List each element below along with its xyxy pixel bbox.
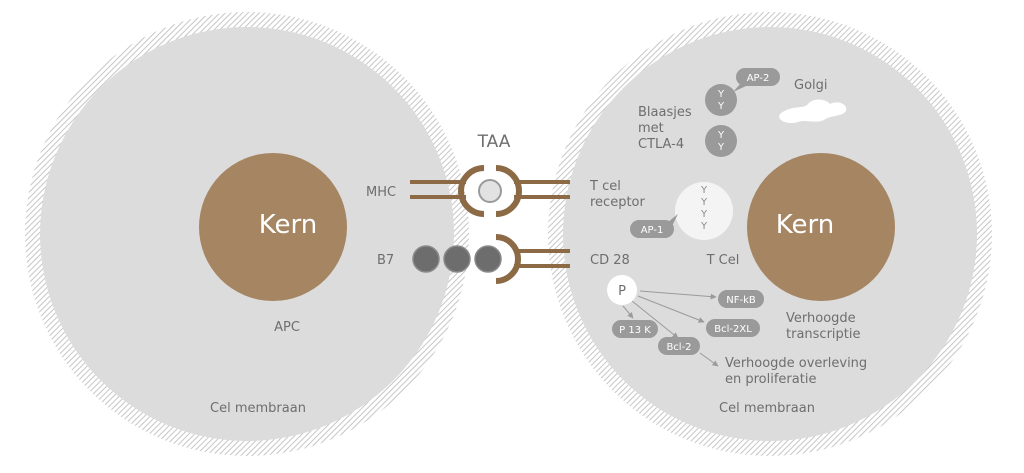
survival-label-line2: en proliferatie: [725, 372, 816, 387]
tcell-membrane-label: Cel membraan: [719, 401, 815, 416]
tcr-bar-bottom: [514, 195, 570, 199]
ap1-pill: [630, 220, 674, 238]
phosphate-node: [607, 275, 637, 305]
vesicle-bottom-y2: Y: [717, 142, 725, 153]
mhc-bar-bottom: [410, 195, 466, 199]
vesicle-bottom-y1: Y: [717, 130, 725, 141]
ap1-label: AP-1: [641, 225, 664, 236]
cd28-bar-bottom: [514, 264, 570, 268]
tcell-nucleus-label: Kern: [776, 210, 834, 240]
vesicle-top-y1: Y: [717, 89, 725, 100]
tcr-cluster: Y Y Y Y AP-1: [630, 182, 733, 240]
arrow-bcl2-survival: [699, 352, 719, 367]
tcr-cradle: [495, 165, 522, 217]
cd28-cradle: [495, 234, 521, 284]
vesicles-label-line2: met: [638, 121, 664, 136]
tcr-bar-top: [514, 180, 570, 184]
tcr-label-line2: receptor: [590, 195, 646, 210]
tcell-cell-label: T Cel: [706, 253, 740, 268]
golgi-label: Golgi: [794, 78, 828, 93]
apc-nucleus: [199, 153, 347, 301]
apc-nucleus-label: Kern: [259, 210, 317, 240]
taa-label: TAA: [477, 132, 511, 152]
mhc-cradle: [458, 165, 485, 217]
ap2-label: AP-2: [747, 73, 770, 84]
mhc-bar-top: [410, 180, 466, 184]
mhc-label: MHC: [366, 185, 396, 200]
apc-membrane-label: Cel membraan: [210, 401, 306, 416]
bcl2-label: Bcl-2: [666, 342, 691, 353]
tcr-bubble: [675, 182, 733, 240]
arrow-p-nfkb: [639, 290, 717, 300]
vesicles-label-line1: Blaasjes: [638, 105, 692, 120]
vesicle-top: [705, 84, 737, 116]
tcr-y4: Y: [700, 221, 708, 232]
arrow-p-bcl2xl: [637, 295, 705, 323]
nfkb-pill: [718, 290, 764, 308]
bcl2xl-pill: [706, 319, 760, 337]
golgi-shape: [779, 99, 847, 124]
signalling-cascade: P NF-kB Bcl-2XL P 13 K Bcl-2 Verhoogde o…: [607, 275, 867, 387]
phosphate-label: P: [618, 284, 626, 299]
apc-cell: Kern APC Cel membraan: [25, 12, 469, 456]
transcription-label-line2: transcriptie: [786, 327, 860, 342]
arrow-p-pi3k: [622, 305, 634, 319]
arrow-p-bcl2: [631, 300, 679, 339]
pi3k-label: P 13 K: [619, 325, 651, 336]
b7-ball-1: [412, 245, 440, 273]
nfkb-label: NF-kB: [726, 295, 756, 306]
tcr-y1: Y: [700, 185, 708, 196]
survival-label-line1: Verhoogde overleving: [725, 356, 867, 371]
tcr-y3: Y: [700, 209, 708, 220]
golgi-group: Golgi: [779, 78, 847, 124]
b7-ball-3: [474, 245, 502, 273]
tcell-nucleus: [747, 153, 895, 301]
transcription-label-line1: Verhoogde: [786, 311, 856, 326]
ctla4-vesicles: Blaasjes met CTLA-4 Y Y Y Y AP-2: [638, 68, 780, 157]
vesicle-top-y2: Y: [717, 101, 725, 112]
tcr-label-line1: T cel: [589, 179, 621, 194]
mhc-tcr-complex: TAA MHC T cel receptor: [366, 132, 646, 217]
bcl2-pill: [658, 337, 700, 355]
taa-antigen: [478, 179, 502, 203]
b7-label: B7: [377, 253, 394, 268]
ap2-pill: [736, 68, 780, 86]
tcr-y2: Y: [700, 197, 708, 208]
pi3k-pill: [612, 320, 658, 338]
cd28-label: CD 28: [590, 253, 630, 268]
b7-cd28-complex: B7 CD 28: [377, 234, 630, 284]
vesicles-label-line3: CTLA-4: [638, 137, 684, 152]
vesicle-bottom: [705, 125, 737, 157]
apc-cell-label: APC: [274, 320, 300, 335]
cd28-bar-top: [514, 249, 570, 253]
bcl2xl-label: Bcl-2XL: [714, 324, 752, 335]
b7-ball-2: [443, 245, 471, 273]
